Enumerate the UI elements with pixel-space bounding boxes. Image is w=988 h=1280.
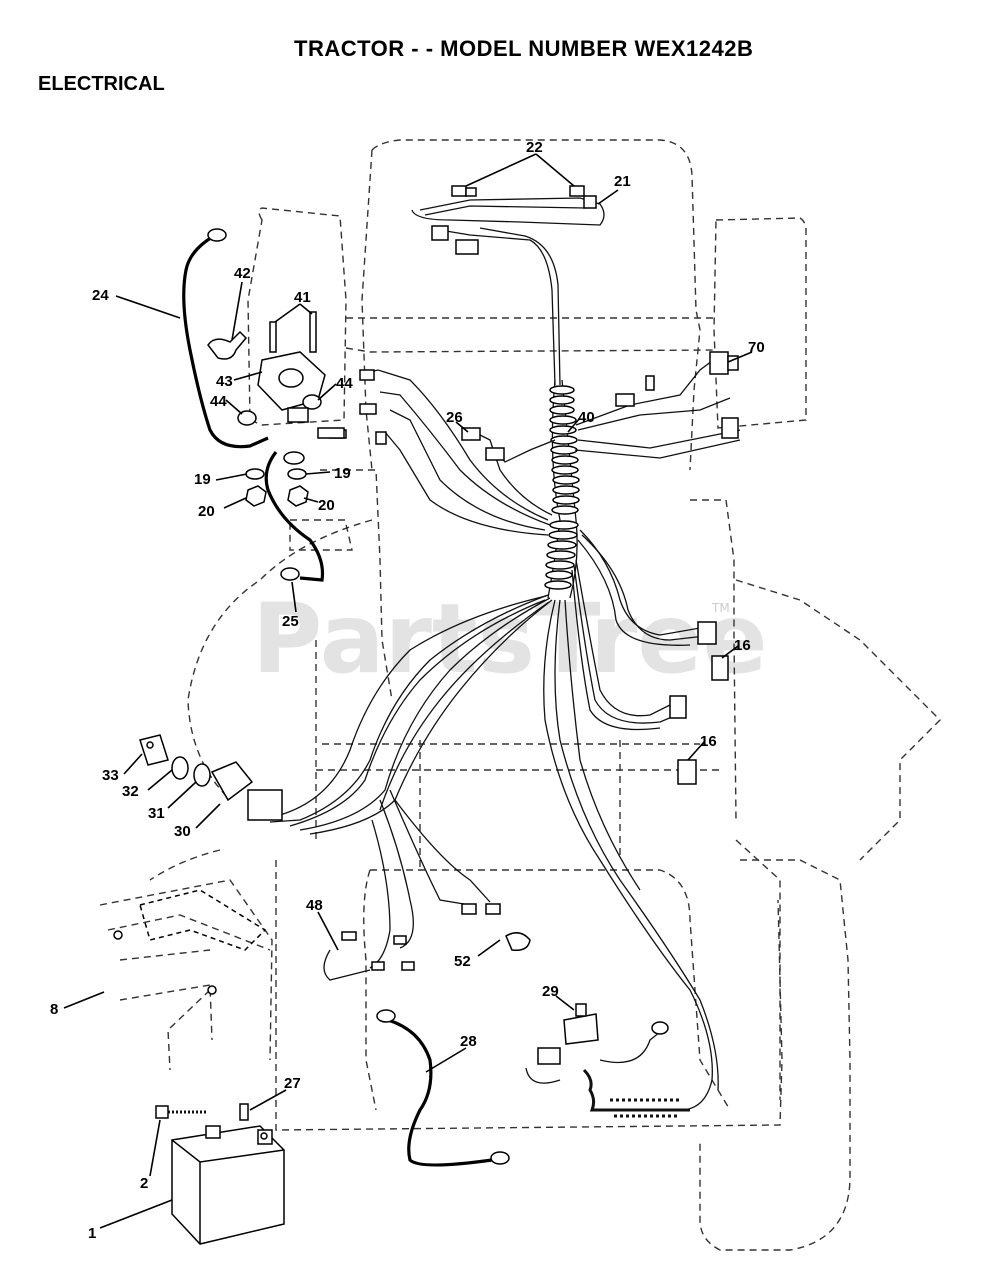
callout-26: 26 (446, 409, 463, 426)
coiled-harness-40 (544, 379, 580, 599)
ignition-key (139, 734, 169, 766)
callout-33: 33 (102, 767, 119, 784)
page-title: TRACTOR - - MODEL NUMBER WEX1242B (294, 36, 754, 61)
battery-terminal-neg (205, 1125, 221, 1139)
callout-25: 25 (282, 613, 299, 630)
harness-wires (269, 197, 741, 1111)
callout-19-left: 19 (194, 471, 211, 488)
cable-28-ring-terminal-bottom (490, 1151, 510, 1165)
callout-8: 8 (50, 1001, 58, 1018)
callout-20-right: 20 (318, 497, 335, 514)
section-title: ELECTRICAL (38, 73, 165, 95)
callout-1: 1 (88, 1225, 96, 1242)
callout-16-upper: 16 (734, 637, 751, 654)
part-26-connectors (461, 427, 505, 461)
callout-16-lower: 16 (700, 733, 717, 750)
callout-32: 32 (122, 783, 139, 800)
watermark: PartsTree (252, 583, 767, 695)
callout-42: 42 (234, 265, 251, 282)
coil-cord (582, 1068, 690, 1118)
callout-44-left: 44 (210, 393, 227, 410)
headlight-connector (431, 225, 449, 241)
watermark-trademark: TM (711, 601, 730, 615)
bulb-socket-left (451, 185, 467, 197)
callout-27: 27 (284, 1075, 301, 1092)
callout-29: 29 (542, 983, 559, 1000)
part-29-switch (525, 1003, 669, 1084)
callout-28: 28 (460, 1033, 477, 1050)
cable-24 (182, 234, 269, 449)
ignition-switch (139, 734, 283, 821)
headlight-sockets (431, 185, 597, 255)
cable-25-ring-terminal (280, 567, 300, 581)
connector-16-upper (697, 621, 729, 681)
tractor-outline (149, 139, 941, 1251)
cable-24-ring-terminal (207, 228, 227, 242)
callout-48: 48 (306, 897, 323, 914)
callout-52: 52 (454, 953, 471, 970)
cable-28 (387, 1018, 493, 1167)
cable-28-ring-terminal-top (376, 1009, 396, 1023)
callout-2: 2 (140, 1175, 148, 1192)
connector-16-lower (669, 695, 697, 785)
callout-43: 43 (216, 373, 233, 390)
engine-block (99, 879, 273, 1071)
callout-19-right: 19 (334, 465, 351, 482)
cable-25 (264, 451, 325, 582)
callouts: 22 21 24 42 41 70 43 44 44 26 40 19 19 2… (50, 139, 765, 1242)
callout-30: 30 (174, 823, 191, 840)
harness-plug-front (455, 239, 479, 255)
bulb-socket-right (569, 185, 585, 197)
component-70 (615, 351, 739, 439)
switch-connector (247, 789, 283, 821)
callout-70: 70 (748, 339, 765, 356)
callout-20-left: 20 (198, 503, 215, 520)
switch-nut (193, 763, 211, 787)
solenoid-assembly (207, 311, 345, 507)
callout-41: 41 (294, 289, 311, 306)
callout-22: 22 (526, 139, 543, 156)
callout-24: 24 (92, 287, 109, 304)
callout-40: 40 (578, 409, 595, 426)
callout-21: 21 (614, 173, 631, 190)
battery (171, 1125, 285, 1245)
part-48 (323, 931, 415, 981)
switch-bezel (171, 756, 189, 780)
part-52 (461, 903, 531, 952)
harness-coils (544, 385, 580, 590)
callout-44-right: 44 (336, 375, 353, 392)
leader-lines (63, 153, 753, 1229)
battery-bolt (155, 1103, 249, 1121)
callout-31: 31 (148, 805, 165, 822)
switch-body (210, 761, 254, 802)
